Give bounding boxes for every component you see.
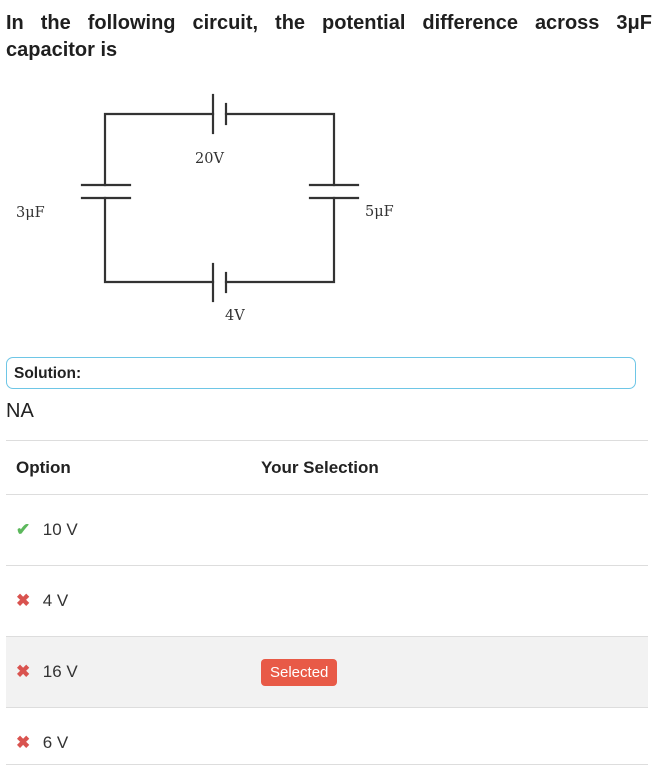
table-bottom-divider bbox=[6, 764, 648, 765]
option-cell: ✔ 10 V bbox=[6, 495, 261, 566]
header-your-selection: Your Selection bbox=[261, 441, 648, 495]
option-cell: ✖ 16 V bbox=[6, 637, 261, 708]
wire-top-right bbox=[226, 114, 334, 185]
selection-cell bbox=[261, 566, 648, 637]
check-icon: ✔ bbox=[16, 520, 38, 540]
label-4v: 4V bbox=[225, 308, 245, 324]
header-option: Option bbox=[6, 441, 261, 495]
cross-icon: ✖ bbox=[16, 591, 38, 611]
table-row: ✖ 6 V bbox=[6, 708, 648, 778]
option-cell: ✖ 6 V bbox=[6, 708, 261, 778]
table-header-row: Option Your Selection bbox=[6, 441, 648, 495]
cross-icon: ✖ bbox=[16, 662, 38, 682]
table-row: ✖ 16 V Selected bbox=[6, 637, 648, 708]
label-5uf: 5μF bbox=[365, 204, 394, 220]
question-text: In the following circuit, the potential … bbox=[6, 10, 652, 64]
option-text: 16 V bbox=[43, 662, 78, 681]
solution-text: NA bbox=[6, 400, 34, 423]
wire-top-left bbox=[105, 114, 213, 185]
options-table: Option Your Selection ✔ 10 V ✖ 4 V ✖ 16 … bbox=[6, 440, 648, 778]
selected-badge: Selected bbox=[261, 659, 337, 686]
solution-label: Solution: bbox=[14, 365, 81, 383]
circuit-diagram: 3μF 5μF 20V 4V bbox=[0, 88, 400, 328]
option-text: 4 V bbox=[43, 591, 69, 610]
option-text: 6 V bbox=[43, 733, 69, 752]
table-row: ✔ 10 V bbox=[6, 495, 648, 566]
selection-cell: Selected bbox=[261, 637, 648, 708]
option-text: 10 V bbox=[43, 520, 78, 539]
label-20v: 20V bbox=[195, 151, 224, 167]
selection-cell bbox=[261, 495, 648, 566]
label-3uf: 3μF bbox=[16, 205, 45, 221]
selection-cell bbox=[261, 708, 648, 778]
option-cell: ✖ 4 V bbox=[6, 566, 261, 637]
solution-box: Solution: bbox=[6, 357, 636, 389]
cross-icon: ✖ bbox=[16, 733, 38, 753]
wire-bottom-left bbox=[105, 198, 213, 282]
wire-bottom-right bbox=[226, 198, 334, 282]
table-row: ✖ 4 V bbox=[6, 566, 648, 637]
